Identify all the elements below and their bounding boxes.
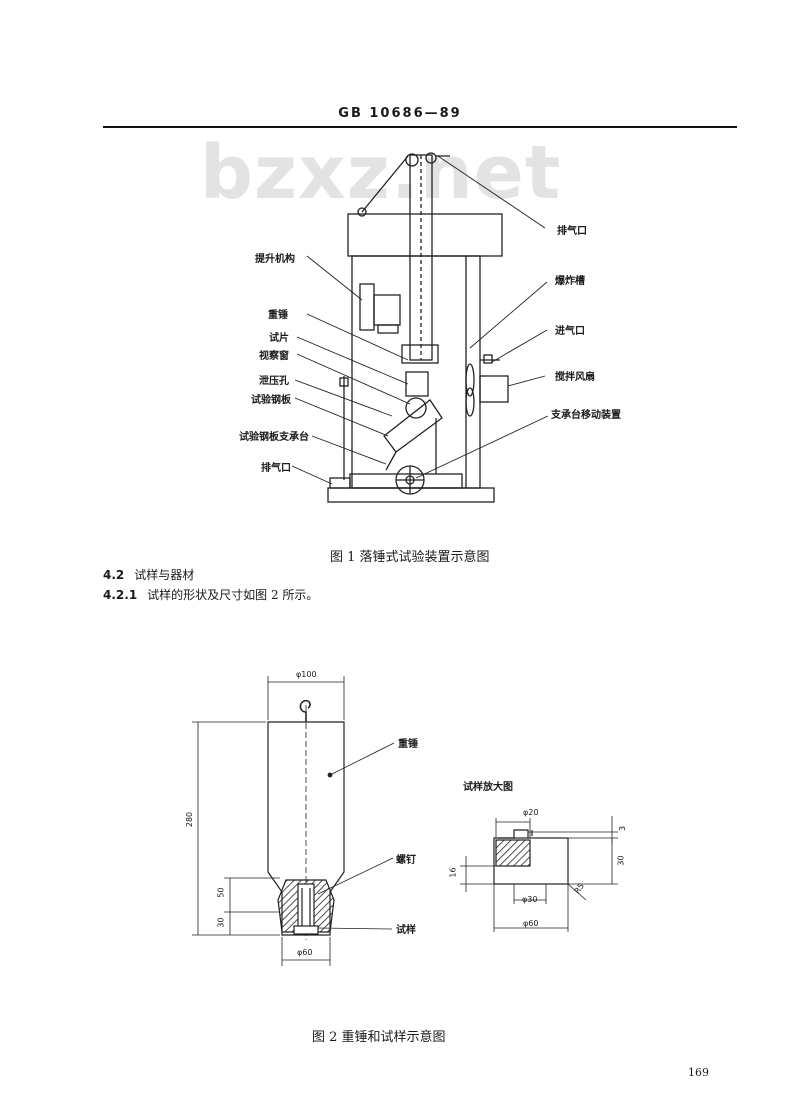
header-rule <box>103 126 737 128</box>
fig1-label-mover: 支承台移动装置 <box>551 410 621 421</box>
fig2-dim-d100: φ100 <box>296 670 317 679</box>
fig1-label-lift: 提升机构 <box>255 254 295 265</box>
fig2-label-detail-title: 试样放大图 <box>463 782 513 793</box>
fig2-dim-d30: φ30 <box>522 895 538 904</box>
figure1-caption: 图 1 落锤式试验装置示意图 <box>330 550 490 565</box>
fig2-dim-h30: 30 <box>216 917 226 928</box>
fig1-label-chamber: 爆炸槽 <box>555 276 585 287</box>
fig1-label-specimen: 试片 <box>269 333 289 344</box>
fig2-dim-d60: φ60 <box>297 948 313 957</box>
fig2-dim-v3: 3 <box>618 825 628 832</box>
fig1-label-support: 试验钢板支承台 <box>239 432 309 443</box>
fig2-hammer-body <box>267 721 345 936</box>
fig2-label-hammer: 重锤 <box>398 739 418 750</box>
watermark: bzxz.net <box>200 130 562 216</box>
fig1-label-inlet: 进气口 <box>555 326 585 337</box>
page-header-title: GB 10686—89 <box>338 106 462 121</box>
fig1-label-relief: 泄压孔 <box>259 376 289 387</box>
fig2-dim-v16: 16 <box>448 867 458 878</box>
fig1-label-exhaust-top: 排气口 <box>557 226 587 237</box>
figure2-caption: 图 2 重锤和试样示意图 <box>312 1030 446 1045</box>
fig1-label-exhaust-bottom: 排气口 <box>261 463 291 474</box>
section-4-2-1: 4.2.1 试样的形状及尺寸如图 2 所示。 <box>103 586 318 603</box>
fig2-dim-d60b: φ60 <box>523 919 539 928</box>
fig1-label-fan: 搅拌风扇 <box>555 372 595 383</box>
section-title: 试样与器材 <box>134 568 195 582</box>
section-number: 4.2.1 <box>103 588 138 602</box>
fig2-label-screw: 螺钉 <box>396 855 416 866</box>
fig2-label-sample: 试样 <box>396 925 416 936</box>
fig2-dim-d20: φ20 <box>523 808 539 817</box>
fig1-label-plate: 试验钢板 <box>251 395 291 406</box>
section-4-2: 4.2 试样与器材 <box>103 566 194 583</box>
fig2-dim-h50: 50 <box>216 887 226 898</box>
section-text: 试样的形状及尺寸如图 2 所示。 <box>147 588 319 602</box>
page-number: 169 <box>688 1066 709 1079</box>
fig1-label-window: 视察窗 <box>259 351 289 362</box>
fig2-dim-v30: 30 <box>616 855 626 866</box>
fig1-label-hammer: 重锤 <box>268 310 288 321</box>
section-number: 4.2 <box>103 568 125 582</box>
fig2-dim-h280: 280 <box>185 811 195 828</box>
